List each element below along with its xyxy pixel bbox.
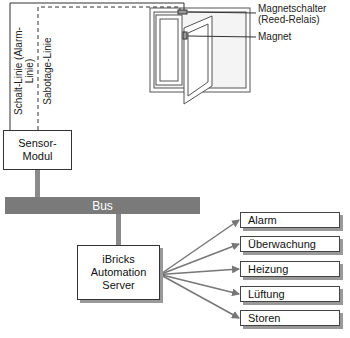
node-text: Bus [5, 199, 200, 213]
node-text: Lüftung [248, 288, 339, 301]
node-text: Heizung [248, 263, 339, 276]
arrow-connector [160, 269, 239, 275]
function-box: Lüftung [240, 286, 340, 302]
function-box: Alarm [240, 212, 340, 228]
node-text: Storen [248, 312, 339, 325]
line-label: Sabotage-Linie [42, 26, 54, 116]
node-text: Alarm [248, 214, 339, 227]
node-text: Überwachung [248, 238, 339, 251]
bus-connector [35, 170, 40, 197]
function-box: Storen [240, 310, 340, 326]
window [150, 8, 250, 104]
bus-band: Bus [5, 197, 200, 214]
node-text: iBricks Automation Server [78, 253, 159, 292]
server-box: iBricks Automation Server [77, 245, 160, 300]
module-box: Sensor- Modul [3, 130, 72, 170]
reed-switch [178, 10, 187, 14]
arrow-connector [160, 220, 239, 275]
part-label: Magnetschalter (Reed-Relais) [258, 3, 350, 25]
magnet [183, 32, 187, 39]
part-label: Magnet [258, 31, 291, 42]
bus-connector [116, 214, 121, 245]
node-text: Sensor- Modul [4, 137, 71, 163]
arrow-connector [160, 244, 239, 275]
arrow-connector [160, 275, 239, 295]
arrow-connector [160, 275, 239, 319]
wires [10, 3, 256, 130]
function-box: Heizung [240, 261, 340, 277]
line-label: Schalt-Linie (Alarm-Linie) [13, 26, 35, 116]
function-box: Überwachung [240, 236, 340, 252]
